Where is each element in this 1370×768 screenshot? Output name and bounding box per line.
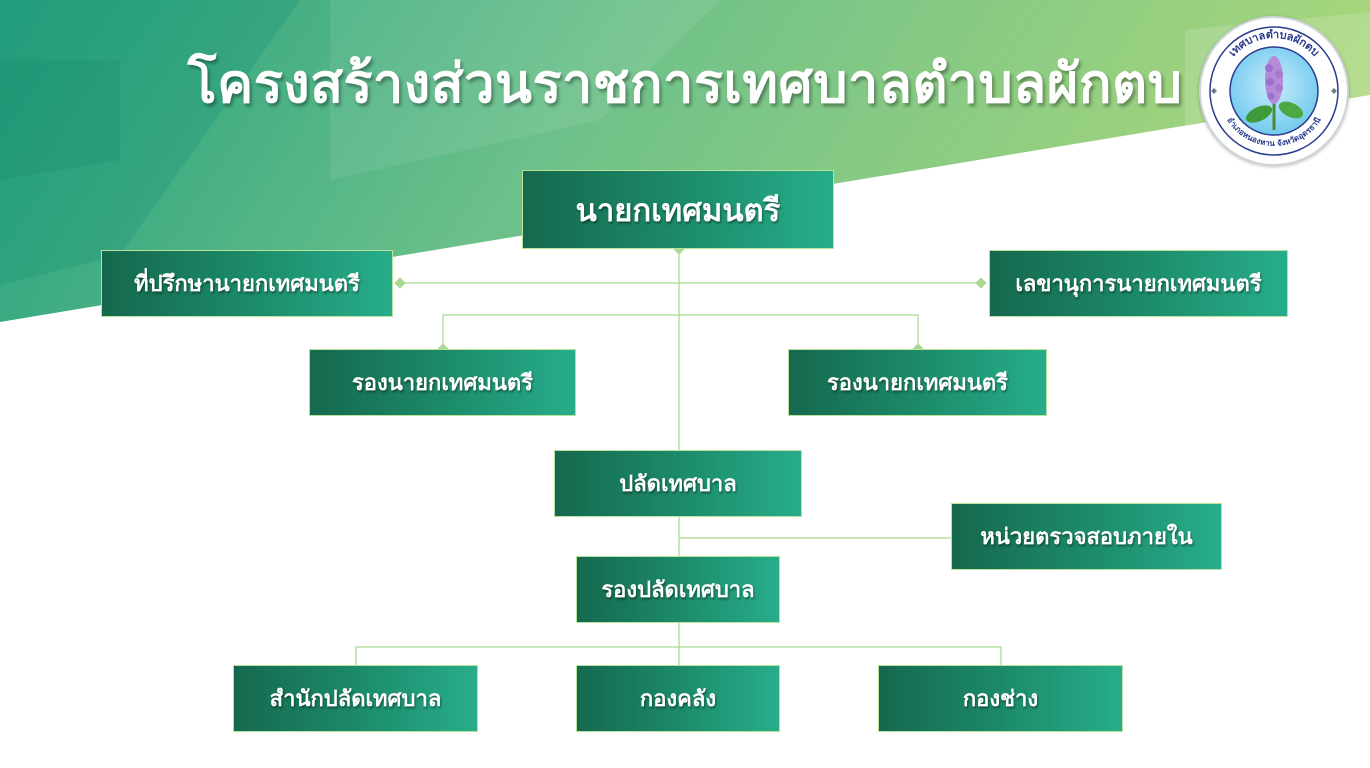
node-mayor: นายกเทศมนตรี [522, 170, 834, 249]
page-title: โครงสร้างส่วนราชการเทศบาลตำบลผักตบ [187, 52, 1183, 115]
node-finance-division: กองคลัง [576, 665, 780, 732]
water-hyacinth-icon [1245, 56, 1304, 130]
node-municipal-clerk: ปลัดเทศบาล [554, 450, 802, 517]
node-advisor: ที่ปรึกษานายกเทศมนตรี [101, 250, 393, 317]
node-deputy-mayor-1: รองนายกเทศมนตรี [309, 349, 576, 416]
node-internal-audit: หน่วยตรวจสอบภายใน [951, 503, 1222, 570]
node-secretary: เลขานุการนายกเทศมนตรี [989, 250, 1288, 317]
logo-seal: เทศบาลตำบลผักตบ อำเภอหนองหาน จังหวัดอุดร… [1204, 21, 1344, 161]
node-deputy-mayor-2: รองนายกเทศมนตรี [788, 349, 1047, 416]
node-engineering-division: กองช่าง [878, 665, 1123, 732]
municipality-logo: เทศบาลตำบลผักตบ อำเภอหนองหาน จังหวัดอุดร… [1199, 16, 1349, 166]
node-clerk-office: สำนักปลัดเทศบาล [233, 665, 478, 732]
node-deputy-clerk: รองปลัดเทศบาล [576, 556, 780, 623]
